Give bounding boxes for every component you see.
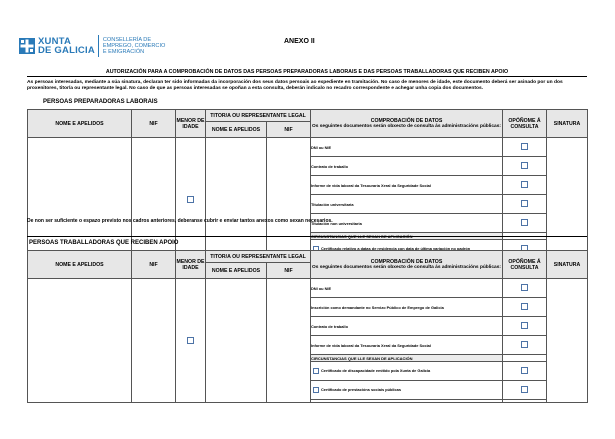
logo-separator bbox=[97, 35, 99, 57]
oponome-checkbox[interactable] bbox=[521, 341, 528, 349]
section2-rule bbox=[27, 236, 587, 237]
section1-title: PERSOAS PREPARADORAS LABORAIS bbox=[43, 99, 158, 105]
oponome-checkbox[interactable] bbox=[521, 322, 528, 330]
intro-text: As persoas interesadas, mediante a súa s… bbox=[27, 80, 563, 91]
oponome-checkbox[interactable] bbox=[521, 162, 528, 170]
doc-item: Titulación non universitaria bbox=[310, 213, 503, 233]
oponome-cell bbox=[502, 297, 547, 317]
oponome-cell bbox=[502, 175, 547, 195]
col-titor-nome: NOME E APELIDOS bbox=[205, 262, 267, 279]
nif-field[interactable] bbox=[131, 278, 176, 403]
section2-table: NOME E APELIDOS NIF MENOR DE IDADE TITOR… bbox=[27, 250, 588, 403]
circumstance-checkbox[interactable] bbox=[313, 387, 319, 393]
logo-name: XUNTA DE GALICIA bbox=[38, 36, 95, 56]
col-comprobacion: COMPROBACIÓN DE DATOS Os seguintes docum… bbox=[310, 109, 503, 138]
col-nome: NOME E APELIDOS bbox=[27, 250, 132, 279]
oponome-cell bbox=[502, 361, 547, 381]
col-comprobacion: COMPROBACIÓN DE DATOS Os seguintes docum… bbox=[310, 250, 503, 279]
oponome-checkbox[interactable] bbox=[521, 303, 528, 311]
oponome-checkbox[interactable] bbox=[521, 200, 528, 208]
col-titor: TITOR/A OU REPRESENTANTE LEGAL bbox=[205, 250, 311, 263]
xunta-emblem-icon bbox=[19, 38, 35, 54]
oponome-cell bbox=[502, 213, 547, 233]
menor-cell bbox=[175, 137, 206, 262]
col-oponome: OPÓÑOME Á CONSULTA bbox=[502, 109, 547, 138]
titor-nome-field[interactable] bbox=[205, 278, 267, 403]
sinatura-field[interactable] bbox=[546, 137, 588, 262]
doc-item: DNI ou NIE bbox=[310, 278, 503, 298]
doc-item: Contrato de traballo bbox=[310, 156, 503, 176]
col-sinatura: SINATURA bbox=[546, 250, 588, 279]
col-oponome: OPÓÑOME Á CONSULTA bbox=[502, 250, 547, 279]
oponome-cell bbox=[502, 335, 547, 355]
menor-cell bbox=[175, 278, 206, 403]
menor-checkbox[interactable] bbox=[187, 336, 194, 344]
menor-checkbox[interactable] bbox=[187, 195, 194, 203]
oponome-checkbox[interactable] bbox=[521, 367, 528, 375]
col-nif: NIF bbox=[131, 109, 176, 138]
col-titor-nome: NOME E APELIDOS bbox=[205, 121, 267, 138]
section2-title: PERSOAS TRABALLADORAS QUE RECIBEN APOIO bbox=[29, 240, 179, 246]
space-note: De non ser suficiente o espazo previsto … bbox=[27, 218, 333, 224]
doc-item: Titulación universitaria bbox=[310, 194, 503, 214]
titor-nif-field[interactable] bbox=[266, 137, 311, 262]
oponome-checkbox[interactable] bbox=[521, 181, 528, 189]
oponome-cell bbox=[502, 316, 547, 336]
circumstances-heading: CIRCUNSTANCIAS QUE LLE SEXAN DE APLICACI… bbox=[310, 354, 503, 362]
oponome-cell bbox=[502, 137, 547, 157]
col-sinatura: SINATURA bbox=[546, 109, 588, 138]
doc-item: Inscrición como demandante no Servizo Pú… bbox=[310, 297, 503, 317]
department-name: CONSELLERÍA DE EMPREGO, COMERCIO E EMIGR… bbox=[102, 36, 166, 56]
titor-nif-field[interactable] bbox=[266, 278, 311, 403]
doc-item: Informe de vida laboral da Tesouraría Xe… bbox=[310, 335, 503, 355]
sinatura-field[interactable] bbox=[546, 278, 588, 403]
col-titor-nif: NIF bbox=[266, 121, 311, 138]
col-titor-nif: NIF bbox=[266, 262, 311, 279]
xunta-logo: XUNTA DE GALICIA CONSELLERÍA DE EMPREGO,… bbox=[19, 34, 165, 58]
oponome-cell-empty bbox=[502, 354, 547, 362]
annex-label: ANEXO II bbox=[284, 38, 315, 45]
circumstance-item: Certificado de prestacións sociais públi… bbox=[310, 380, 503, 400]
nif-field[interactable] bbox=[131, 137, 176, 262]
col-nome: NOME E APELIDOS bbox=[27, 109, 132, 138]
doc-item: Contrato de traballo bbox=[310, 316, 503, 336]
nome-field[interactable] bbox=[27, 278, 132, 403]
oponome-checkbox[interactable] bbox=[521, 219, 528, 227]
doc-item: DNI ou NIE bbox=[310, 137, 503, 157]
titor-nome-field[interactable] bbox=[205, 137, 267, 262]
document-title: AUTORIZACIÓN PARA A COMPROBACIÓN DE DATO… bbox=[27, 69, 587, 77]
oponome-cell bbox=[502, 156, 547, 176]
col-menor: MENOR DE IDADE bbox=[175, 250, 206, 279]
circumstance-item: Certificado de discapacidade emitido pol… bbox=[310, 361, 503, 381]
oponome-checkbox[interactable] bbox=[521, 143, 528, 151]
col-nif: NIF bbox=[131, 250, 176, 279]
doc-item: Informe de vida laboral da Tesouraría Xe… bbox=[310, 175, 503, 195]
circumstance-checkbox[interactable] bbox=[313, 368, 319, 374]
col-titor: TITOR/A OU REPRESENTANTE LEGAL bbox=[205, 109, 311, 122]
col-menor: MENOR DE IDADE bbox=[175, 109, 206, 138]
oponome-cell bbox=[502, 278, 547, 298]
oponome-checkbox[interactable] bbox=[521, 284, 528, 292]
oponome-cell bbox=[502, 194, 547, 214]
oponome-checkbox[interactable] bbox=[521, 386, 528, 394]
oponome-cell bbox=[502, 380, 547, 400]
